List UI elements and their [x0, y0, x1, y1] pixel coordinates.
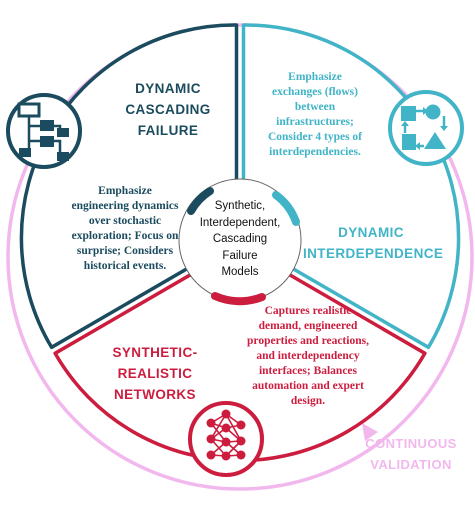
title-line: INTERDEPENDENCE — [303, 246, 444, 261]
center-line: Models — [221, 266, 259, 278]
center-line: Interdependent, — [199, 216, 281, 229]
neural-network-icon — [188, 401, 264, 477]
center-line: Failure — [222, 249, 258, 262]
synthetic-realistic-networks-description: Captures realistic demand, engineered pr… — [233, 304, 383, 409]
description-line: infrastructures; — [276, 116, 354, 128]
description-line: exploration; Focus on — [71, 230, 179, 242]
validation-line: VALIDATION — [370, 457, 452, 472]
title-line: NETWORKS — [114, 387, 196, 402]
description-line: exchanges (flows) — [272, 86, 358, 98]
description-line: and interdependency — [256, 350, 360, 362]
description-line: between — [294, 101, 336, 113]
description-line: Captures realistic — [264, 305, 352, 317]
description-line: interdependencies. — [269, 146, 361, 158]
description-line: historical events. — [83, 260, 167, 272]
title-line: DYNAMIC — [135, 81, 201, 96]
synthetic-realistic-networks-title: SYNTHETIC- REALISTIC NETWORKS — [97, 342, 213, 405]
description-line: surprise; Considers — [76, 245, 174, 257]
continuous-validation-label: CONTINUOUS VALIDATION — [352, 433, 470, 475]
dynamic-interdependence-description: Emphasize exchanges (flows) between infr… — [250, 70, 380, 160]
title-line: SYNTHETIC- — [112, 345, 198, 360]
title-line: REALISTIC — [117, 366, 193, 381]
center-arc-light-teal — [272, 191, 300, 226]
description-line: Emphasize — [98, 185, 152, 197]
title-line: FAILURE — [137, 123, 199, 138]
description-line: engineering dynamics — [71, 200, 179, 212]
title-line: CASCADING — [125, 102, 211, 117]
center-line: Synthetic, — [214, 200, 266, 212]
dynamic-cascading-failure-description: Emphasize engineering dynamics over stoc… — [50, 184, 200, 274]
title-line: DYNAMIC — [338, 225, 404, 240]
center-title: Synthetic, Interdependent, Cascading Fai… — [180, 198, 300, 281]
cycle-shapes-icon — [388, 90, 464, 166]
description-line: properties and reactions, — [247, 335, 369, 347]
description-line: demand, engineered — [258, 320, 358, 332]
dynamic-cascading-failure-title: DYNAMIC CASCADING FAILURE — [103, 78, 233, 141]
description-line: Emphasize — [288, 71, 342, 83]
validation-line: CONTINUOUS — [365, 436, 457, 451]
center-arc-crimson — [211, 292, 266, 306]
description-line: automation and expert — [252, 380, 364, 392]
hierarchy-tree-icon — [6, 93, 82, 169]
continuous-validation-ring — [6, 23, 474, 491]
description-line: interfaces; Balances — [258, 365, 358, 377]
description-line: over stochastic — [88, 215, 162, 227]
description-line: Consider 4 types of — [267, 131, 363, 143]
dynamic-interdependence-title: DYNAMIC INTERDEPENDENCE — [303, 222, 444, 264]
description-line: design. — [290, 395, 326, 407]
center-arc-dark-teal — [187, 187, 214, 215]
validation-ring-arrowhead — [362, 423, 378, 441]
center-line: Cascading — [212, 233, 268, 245]
